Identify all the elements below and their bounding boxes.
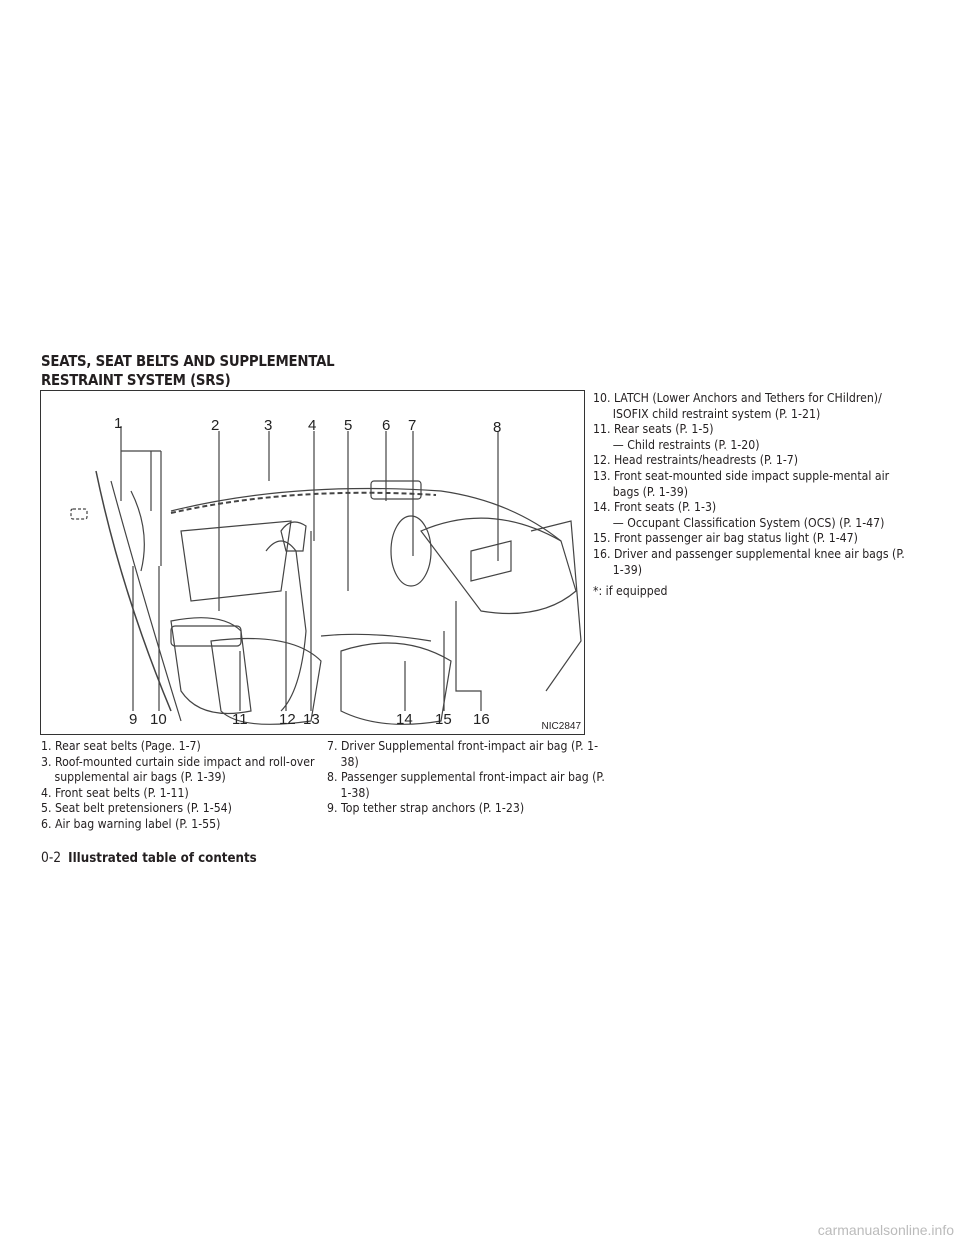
- list-item: 11. Rear seats (P. 1-5)— Child restraint…: [593, 422, 760, 452]
- legend-column-2: 7. Driver Supplemental front-impact air …: [327, 739, 606, 817]
- callout-3: 3: [264, 417, 273, 434]
- callout-16: 16: [473, 711, 490, 728]
- page-footer: 0-2 Illustrated table of contents: [41, 850, 257, 866]
- heading-line-2: RESTRAINT SYSTEM (SRS): [41, 371, 231, 389]
- callout-7: 7: [408, 417, 417, 434]
- interior-illustration: 1 2 3 4 5 6 7 8 9 10 11 12 13 14 15 16 N…: [40, 390, 585, 735]
- list-item: 5. Seat belt pretensioners (P. 1-54): [41, 801, 232, 816]
- watermark: carmanualsonline.info: [817, 1222, 954, 1238]
- list-item: 10. LATCH (Lower Anchors and Tethers for…: [593, 391, 882, 421]
- callout-11: 11: [232, 711, 248, 728]
- list-item: 16. Driver and passenger supplemental kn…: [593, 546, 905, 577]
- callout-4: 4: [308, 417, 317, 434]
- figure-code: NIC2847: [541, 721, 581, 732]
- callout-1: 1: [114, 415, 123, 432]
- list-item: 9. Top tether strap anchors (P. 1-23): [327, 801, 525, 816]
- callout-9: 9: [129, 711, 138, 728]
- callout-8: 8: [493, 419, 502, 436]
- callout-15: 15: [435, 711, 452, 728]
- legend-column-1: 1. Rear seat belts (Page. 1-7) 3. Roof-m…: [41, 739, 320, 833]
- callout-6: 6: [382, 417, 391, 434]
- list-item: 6. Air bag warning label (P. 1-55): [41, 816, 221, 831]
- list-item: 13. Front seat-mounted side impact suppl…: [593, 468, 890, 499]
- callout-5: 5: [344, 417, 353, 434]
- footer-title: Illustrated table of contents: [68, 850, 257, 866]
- list-item: 1. Rear seat belts (Page. 1-7): [41, 739, 201, 753]
- legend-column-3: 10. LATCH (Lower Anchors and Tethers for…: [593, 391, 913, 600]
- list-item: 7. Driver Supplemental front-impact air …: [327, 739, 599, 769]
- callout-12: 12: [279, 711, 296, 728]
- list-item: 3. Roof-mounted curtain side impact and …: [41, 754, 315, 785]
- footnote: *: if equipped: [593, 584, 668, 599]
- callout-2: 2: [211, 417, 220, 434]
- callout-10: 10: [150, 711, 167, 728]
- heading-line-1: SEATS, SEAT BELTS AND SUPPLEMENTAL: [41, 352, 335, 370]
- callout-14: 14: [396, 711, 413, 728]
- list-item: 12. Head restraints/headrests (P. 1-7): [593, 453, 799, 468]
- section-heading: SEATS, SEAT BELTS AND SUPPLEMENTAL RESTR…: [41, 352, 335, 390]
- car-interior-drawing: [70, 426, 582, 725]
- page-number: 0-2: [41, 850, 62, 866]
- list-item: 4. Front seat belts (P. 1-11): [41, 785, 189, 800]
- list-item: 8. Passenger supplemental front-impact a…: [327, 770, 605, 800]
- list-item: 14. Front seats (P. 1-3)— Occupant Class…: [593, 500, 885, 530]
- callout-13: 13: [303, 711, 320, 728]
- list-item: 15. Front passenger air bag status light…: [593, 531, 858, 546]
